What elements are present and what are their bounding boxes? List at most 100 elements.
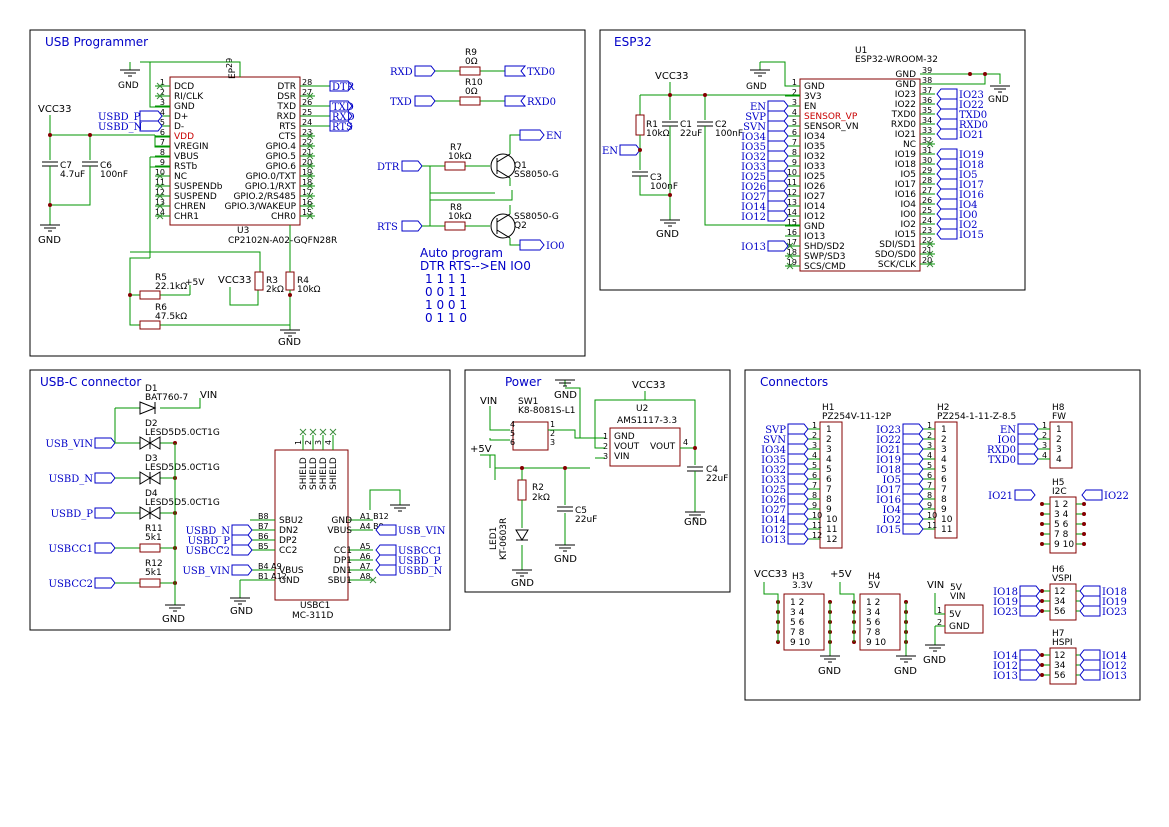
u1-rnet-io0: IO0 (959, 210, 978, 221)
usbprog-gnd-left: GND (38, 235, 61, 246)
r12-ref: R12 (145, 559, 163, 569)
u1-rnet-io16-flag (936, 188, 958, 200)
h7-net-r-1: IO12 (1102, 661, 1127, 672)
u3-nc-1 (156, 82, 164, 90)
led1-val: KT-0603R (499, 518, 509, 560)
conn-h4-gnd-sym (896, 655, 916, 663)
q1-val: SS8050-G (514, 170, 559, 180)
net-usbd-p: USBD_P (98, 112, 141, 123)
u1-pin-num-12: 12 (787, 188, 797, 197)
u3-pin-num-3: 3 (160, 98, 165, 107)
u1-pin-name-10: IO25 (804, 172, 825, 182)
u3-pin-num-26: 26 (302, 98, 312, 107)
usbc-rnet-0-flag (375, 524, 397, 536)
conn-h1-pin-6: 7 (826, 485, 832, 495)
u1-pin-name-17: SHD/SD2 (804, 242, 845, 252)
u1-rnet-io18: IO18 (959, 160, 984, 171)
u1-pin-name-3: EN (804, 102, 816, 112)
conn-h6-val: VSPI (1052, 574, 1072, 584)
auto-row-4: 0 1 1 0 (425, 311, 467, 325)
conn-h7-row-1: 34 (1054, 661, 1066, 671)
conn-h1-net-10-flag (787, 523, 809, 535)
h7-net-l-2-flag (1019, 669, 1041, 681)
h7-net-l-1: IO12 (993, 661, 1018, 672)
u1-pin-num-9: 9 (792, 158, 797, 167)
u3-pin-name-19: GPIO.0/TXT (246, 172, 297, 182)
usbc-lpin-num-0: B8 (258, 512, 269, 521)
u1-pin-name-14: IO12 (804, 212, 825, 222)
conn-h1-pnum-5: 6 (812, 471, 817, 480)
u1-lnet-io33: IO33 (741, 162, 766, 173)
u1-lnet-en: EN (750, 102, 766, 113)
u1-pin-num-14: 14 (787, 208, 797, 217)
h6-net-r-2: IO23 (1102, 607, 1127, 618)
u3-nc-10 (156, 172, 164, 180)
usbc-lpin-num-1: B7 (258, 522, 269, 531)
u1-pin-num-25: 25 (922, 206, 932, 215)
c4-ref: C4 (706, 465, 718, 475)
conn-h1-pnum-3: 4 (812, 451, 817, 460)
net-flag-dtr (329, 80, 353, 92)
usbc-rpin-name-3: DP1 (334, 556, 352, 566)
u1-pin-name-33: IO21 (895, 130, 916, 140)
conn-h6-row-2: 56 (1054, 607, 1066, 617)
conn-h6-ref: H6 (1052, 565, 1065, 575)
conn-h7-row-2: 56 (1054, 671, 1066, 681)
u3-ref: U3 (237, 226, 249, 236)
h7-net-l-0: IO14 (993, 651, 1018, 662)
conn-h7-row-0: 12 (1054, 651, 1065, 661)
conn-h2-pin-5: 6 (941, 475, 947, 485)
u3-pin-num-4: 4 (160, 108, 165, 117)
conn-h2-pnum-0: 1 (927, 421, 932, 430)
u1-pin-num-7: 7 (792, 138, 797, 147)
usbc1-connector (274, 449, 349, 601)
u1-pin-name-13: IO14 (804, 202, 825, 212)
u1-nc-17 (786, 242, 794, 250)
u1-pin-num-4: 4 (792, 108, 797, 117)
conn-h2-net-1: IO22 (876, 435, 901, 446)
conn-h4-net: +5V (830, 569, 852, 580)
u3-pin-name-10: NC (174, 172, 187, 182)
usbc-lpin-name-1: DN2 (279, 526, 298, 536)
conn-h6-dotl-1 (1040, 599, 1044, 603)
usbprog-gnd-r4: GND (278, 337, 301, 348)
auto-program-title: Auto program (420, 246, 503, 260)
u1-rnet-io15-flag (936, 228, 958, 240)
u1-rnet-io4-flag (936, 198, 958, 210)
power-gnd-c4: GND (684, 517, 707, 528)
5v-pin-0: 5V (949, 610, 962, 620)
u3-pin-name-15: CHR0 (271, 212, 296, 222)
conn-h1-net-8-flag (787, 503, 809, 515)
conn-h2-net-8: IO4 (882, 505, 901, 516)
conn-h1-pnum-9: 10 (812, 511, 822, 520)
u1-pin-num-10: 10 (787, 168, 797, 177)
h6-net-r-0: IO18 (1102, 587, 1127, 598)
u3-pin-num-25: 25 (302, 108, 312, 117)
conn-h1-pin-9: 10 (826, 515, 838, 525)
u3-pin-name-14: CHR1 (174, 212, 199, 222)
usbc-rnet-0: USB_VIN (398, 526, 446, 537)
c4-val: 22uF (706, 474, 728, 484)
r5-ref: R5 (155, 273, 167, 283)
c7-val: 4.7uF (60, 170, 85, 180)
usbc-rnet-2-flag (375, 554, 397, 566)
u1-lnet-io12: IO12 (741, 212, 766, 223)
u1-pin-name-21: SDO/SD0 (875, 250, 916, 260)
shield-label-4: SHIELD (329, 457, 339, 490)
sheet-usbc: USB-C connector D1 BAT760-7 VIN D2 LESD5… (29, 369, 451, 631)
sw1-pin-6: 6 (510, 438, 515, 447)
conn-h1-net-0-flag (787, 423, 809, 435)
u1-lnet-svn-flag (767, 120, 789, 132)
net-flag-usbdp (139, 110, 163, 122)
u1-nc-21 (926, 250, 934, 258)
h7-net-l-2: IO13 (993, 671, 1018, 682)
u1-pin-num-30: 30 (922, 156, 932, 165)
u1-rnet-io2-flag (936, 218, 958, 230)
tvs-diode-2 (139, 506, 161, 520)
cc-resistor-4 (139, 578, 161, 588)
u1-lnet-en-flag (767, 100, 789, 112)
u3-pin-num-8: 8 (160, 148, 165, 157)
conn-h5-dotr-1 (1082, 512, 1086, 516)
